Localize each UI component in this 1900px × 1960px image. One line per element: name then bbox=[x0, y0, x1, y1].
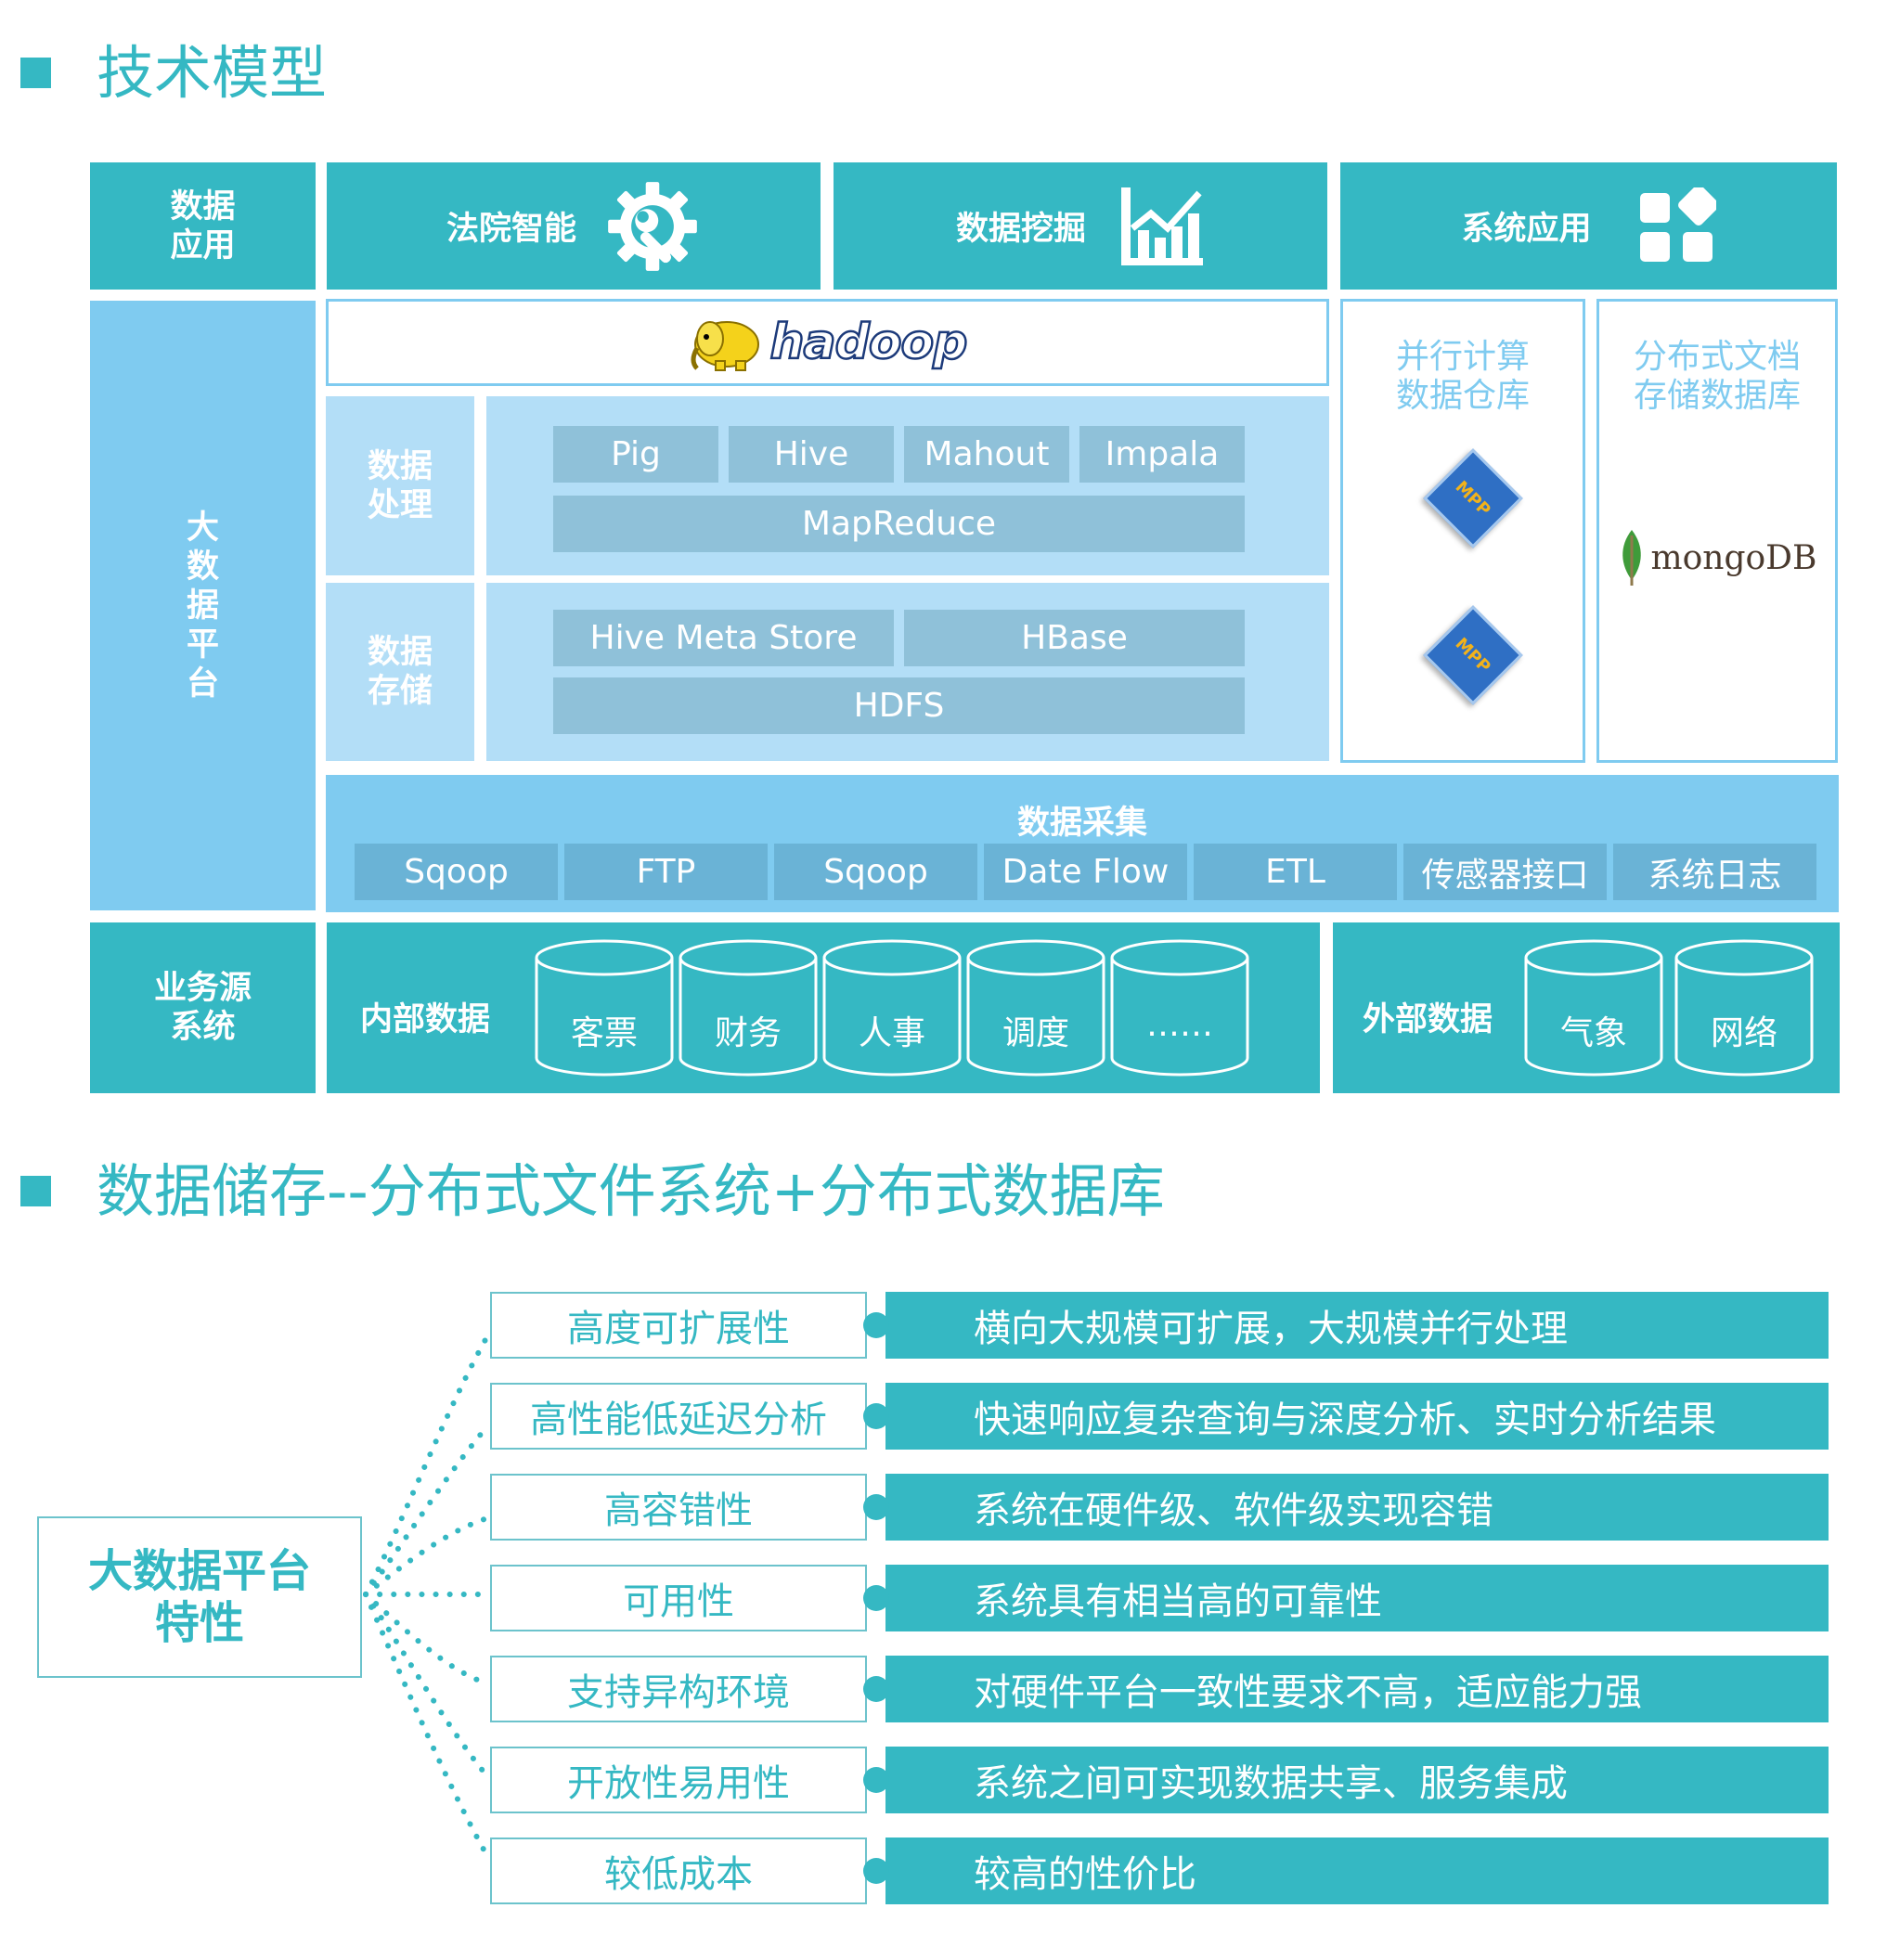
cylinder-finance: 财务 bbox=[679, 939, 818, 1077]
database-cylinder-icon bbox=[1110, 939, 1249, 1077]
feature-desc-box: 系统之间可实现数据共享、服务集成 bbox=[885, 1747, 1829, 1813]
app-item-court: 法院智能 bbox=[327, 162, 821, 290]
feature-connector-dot bbox=[863, 1676, 889, 1702]
collection-item-date-flow: Date Flow bbox=[984, 844, 1187, 900]
database-cylinder-icon bbox=[966, 939, 1105, 1077]
chip-impala: Impala bbox=[1079, 426, 1245, 483]
feature-desc-box: 快速响应复杂查询与深度分析、实时分析结果 bbox=[885, 1383, 1829, 1450]
chip-mapreduce: MapReduce bbox=[553, 496, 1245, 552]
feature-connector-dot bbox=[863, 1403, 889, 1429]
cylinder-dispatch: 调度 bbox=[966, 939, 1105, 1077]
feature-name-box: 较低成本 bbox=[490, 1838, 867, 1904]
cylinder-label: 客票 bbox=[570, 1014, 638, 1052]
chip-mahout: Mahout bbox=[904, 426, 1069, 483]
chip-hive-meta-store: Hive Meta Store bbox=[553, 610, 894, 666]
feature-connector-dot bbox=[863, 1312, 889, 1338]
database-cylinder-icon bbox=[1674, 939, 1814, 1077]
cylinder-label: 调度 bbox=[1002, 1014, 1069, 1052]
feature-desc-box: 较高的性价比 bbox=[885, 1838, 1829, 1904]
feature-name-box: 高度可扩展性 bbox=[490, 1292, 867, 1359]
cylinder-label: 网络 bbox=[1710, 1014, 1777, 1052]
collection-item-ftp: FTP bbox=[564, 844, 768, 900]
cylinder-network: 网络 bbox=[1674, 939, 1814, 1077]
cylinder-hr: 人事 bbox=[822, 939, 962, 1077]
hadoop-banner: hadoop bbox=[326, 299, 1329, 386]
chip-pig: Pig bbox=[553, 426, 718, 483]
hadoop-logo: hadoop bbox=[769, 314, 969, 372]
cylinder-label: …… bbox=[1146, 1006, 1213, 1044]
database-cylinder-icon bbox=[1524, 939, 1663, 1077]
feature-desc-box: 横向大规模可扩展，大规模并行处理 bbox=[885, 1292, 1829, 1359]
section-title-tech-model: 技术模型 bbox=[97, 39, 328, 107]
cylinder-label: 人事 bbox=[858, 1014, 925, 1052]
collection-item-sensor: 传感器接口 bbox=[1403, 844, 1607, 900]
database-cylinder-icon bbox=[535, 939, 674, 1077]
parallel-label: 并行计算 数据仓库 bbox=[1395, 338, 1530, 415]
app-item-system: 系统应用 bbox=[1340, 162, 1837, 290]
feature-connector-dot bbox=[863, 1585, 889, 1611]
mongodb-logo-block: mongoDB bbox=[1611, 525, 1825, 590]
database-cylinder-icon bbox=[822, 939, 962, 1077]
section-bullet bbox=[20, 58, 51, 88]
feature-desc-box: 对硬件平台一致性要求不高，适应能力强 bbox=[885, 1656, 1829, 1722]
feature-name-box: 支持异构环境 bbox=[490, 1656, 867, 1722]
mpp-label: MPP bbox=[1451, 476, 1495, 521]
chip-hive: Hive bbox=[729, 426, 894, 483]
feature-name-box: 可用性 bbox=[490, 1565, 867, 1631]
cylinder-weather: 气象 bbox=[1524, 939, 1663, 1077]
feature-name-box: 开放性易用性 bbox=[490, 1747, 867, 1813]
hadoop-elephant-icon bbox=[691, 321, 760, 371]
section-title-storage: 数据储存--分布式文件系统+分布式数据库 bbox=[97, 1157, 1165, 1225]
document-panel bbox=[1596, 299, 1838, 763]
feature-name-box: 高容错性 bbox=[490, 1474, 867, 1541]
app-layer-label: 数据 应用 bbox=[90, 162, 316, 290]
gear-wrench-icon bbox=[608, 181, 697, 271]
feature-connector-dot bbox=[863, 1494, 889, 1520]
external-data-label: 外部数据 bbox=[1363, 1001, 1493, 1038]
feature-desc-box: 系统具有相当高的可靠性 bbox=[885, 1565, 1829, 1631]
app-item-label: 数据挖掘 bbox=[955, 211, 1086, 248]
collection-item-syslog: 系统日志 bbox=[1613, 844, 1816, 900]
storage-label: 数据 存储 bbox=[326, 583, 474, 761]
feature-connectors bbox=[363, 1334, 490, 1859]
app-item-label: 法院智能 bbox=[446, 211, 576, 248]
feature-desc-box: 系统在硬件级、软件级实现容错 bbox=[885, 1474, 1829, 1541]
feature-connector-dot bbox=[863, 1858, 889, 1884]
cylinder-label: 财务 bbox=[714, 1014, 782, 1052]
cylinder-more: …… bbox=[1110, 939, 1249, 1077]
internal-data-label: 内部数据 bbox=[360, 1001, 491, 1038]
app-item-mining: 数据挖掘 bbox=[834, 162, 1327, 290]
document-label: 分布式文档 存储数据库 bbox=[1633, 338, 1801, 415]
cylinder-label: 气象 bbox=[1559, 1014, 1627, 1052]
mongodb-logo: mongoDB bbox=[1650, 538, 1817, 577]
app-item-label: 系统应用 bbox=[1461, 211, 1592, 248]
mongodb-leaf-icon bbox=[1622, 530, 1642, 586]
collection-item-sqoop: Sqoop bbox=[355, 844, 558, 900]
chip-hdfs: HDFS bbox=[553, 677, 1245, 734]
section-bullet bbox=[20, 1176, 51, 1206]
database-cylinder-icon bbox=[679, 939, 818, 1077]
source-layer-label: 业务源 系统 bbox=[90, 922, 316, 1093]
feature-name-box: 高性能低延迟分析 bbox=[490, 1383, 867, 1450]
platform-label: 大 数 据 平 台 bbox=[90, 301, 316, 910]
feature-connector-dot bbox=[863, 1767, 889, 1793]
chart-icon bbox=[1121, 187, 1203, 265]
mpp-label: MPP bbox=[1451, 633, 1495, 677]
collection-label: 数据采集 bbox=[1016, 805, 1147, 842]
chip-hbase: HBase bbox=[904, 610, 1245, 666]
collection-item-etl: ETL bbox=[1194, 844, 1397, 900]
features-center-box: 大数据平台 特性 bbox=[37, 1516, 362, 1678]
cylinder-ticket: 客票 bbox=[535, 939, 674, 1077]
collection-item-sqoop-2: Sqoop bbox=[774, 844, 977, 900]
processing-label: 数据 处理 bbox=[326, 396, 474, 575]
app-grid-icon bbox=[1639, 187, 1716, 262]
